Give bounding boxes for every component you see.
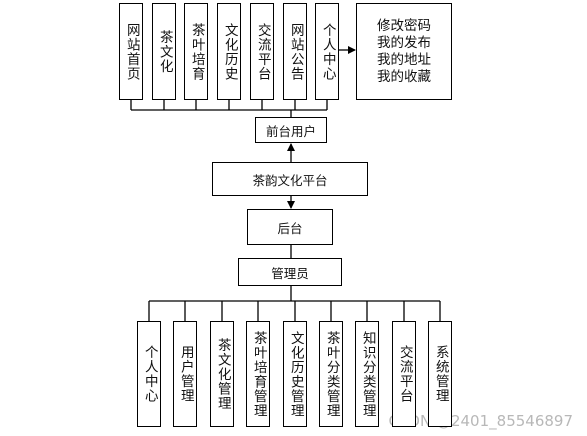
personal-center-item: 我的收藏 (377, 68, 431, 85)
backend-module-8: 交流平台 (392, 321, 416, 427)
backend-module-3-label: 茶文化管理 (214, 337, 231, 411)
watermark: CSDN @2401_85546897 (388, 412, 573, 430)
backend-module-2: 用户管理 (173, 321, 197, 427)
frontend-module-6-label: 网站公告 (287, 22, 304, 81)
backend-module-1: 个人中心 (137, 321, 161, 427)
backend-module-6: 茶叶分类管理 (319, 321, 343, 427)
backend-module-5: 文化历史管理 (283, 321, 307, 427)
frontend-module-3-label: 茶叶培育 (188, 22, 205, 81)
frontend-module-4-label: 文化历史 (221, 22, 238, 81)
backend-node: 后台 (247, 209, 333, 245)
frontend-module-7: 个人中心 (315, 3, 339, 100)
frontend-module-2-label: 茶文化 (156, 29, 173, 74)
backend-module-7-label: 知识分类管理 (359, 330, 376, 418)
backend-module-1-label: 个人中心 (141, 345, 158, 403)
backend-module-2-label: 用户管理 (177, 345, 194, 403)
frontend-module-5-label: 交流平台 (254, 22, 271, 81)
frontend-module-4: 文化历史 (217, 3, 241, 100)
personal-center-item: 修改密码 (377, 17, 431, 34)
frontend-user-label: 前台用户 (265, 123, 316, 139)
frontend-user-node: 前台用户 (255, 117, 327, 143)
backend-module-9-label: 系统管理 (432, 345, 449, 403)
frontend-module-3: 茶叶培育 (184, 3, 208, 100)
backend-module-6-label: 茶叶分类管理 (323, 330, 340, 418)
frontend-module-5: 交流平台 (250, 3, 274, 100)
backend-label: 后台 (277, 220, 303, 236)
personal-center-item-list: 修改密码我的发布我的地址我的收藏 (377, 18, 431, 86)
frontend-module-7-label: 个人中心 (319, 22, 336, 81)
platform-label: 茶韵文化平台 (252, 172, 328, 188)
personal-center-item: 我的地址 (377, 51, 431, 68)
platform-node: 茶韵文化平台 (212, 162, 368, 196)
backend-module-3: 茶文化管理 (210, 321, 234, 427)
frontend-module-1-label: 网站首页 (123, 22, 140, 81)
backend-module-4: 茶叶培育管理 (246, 321, 270, 427)
backend-module-5-label: 文化历史管理 (287, 330, 304, 418)
backend-module-4-label: 茶叶培育管理 (250, 330, 267, 418)
frontend-module-6: 网站公告 (283, 3, 307, 100)
backend-module-8-label: 交流平台 (396, 345, 413, 403)
personal-center-item: 我的发布 (377, 34, 431, 51)
backend-module-9: 系统管理 (428, 321, 452, 427)
personal-center-detail-box: 修改密码我的发布我的地址我的收藏 (356, 3, 452, 100)
frontend-module-1: 网站首页 (119, 3, 143, 100)
frontend-module-2: 茶文化 (152, 3, 176, 100)
backend-module-7: 知识分类管理 (355, 321, 379, 427)
admin-label: 管理员 (271, 265, 309, 281)
admin-node: 管理员 (238, 258, 342, 286)
